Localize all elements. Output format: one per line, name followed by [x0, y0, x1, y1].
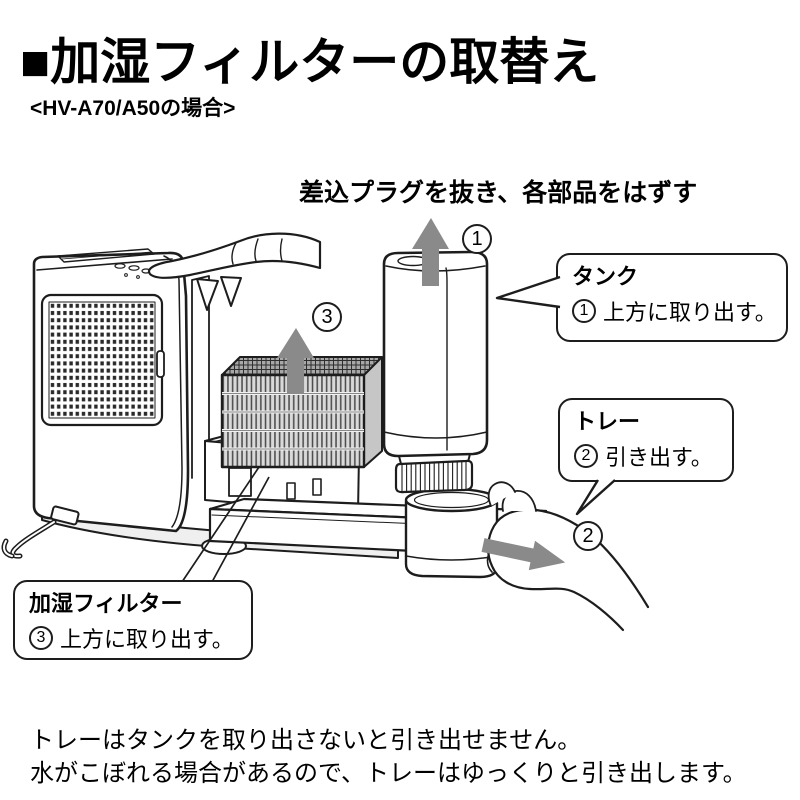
- humidifying-filter: [220, 356, 383, 469]
- callout-tank-pointer: [495, 275, 561, 309]
- callout-filter-title: 加湿フィルター: [29, 591, 183, 616]
- callout-tray-title: トレー: [574, 409, 641, 434]
- grille-latch: [156, 350, 165, 378]
- callout-tray-step-number: 2: [574, 443, 598, 468]
- callout-tank-step-number: 1: [572, 298, 596, 323]
- finger: [501, 490, 537, 512]
- finger: [487, 481, 516, 507]
- step-marker-tray: 2: [573, 521, 603, 551]
- callout-tray: トレー 2 引き出す。: [558, 398, 734, 482]
- model-subtitle: <HV-A70/A50の場合>: [30, 97, 236, 120]
- callout-tray-action: 引き出す。: [605, 444, 713, 470]
- tank-body: [382, 250, 489, 458]
- fingertip: [220, 276, 242, 307]
- direction-arrows: [277, 218, 566, 571]
- note-line-1: トレーはタンクを取り出さないと引き出せません。: [30, 727, 582, 754]
- page-title: ■加湿フィルターの取替え: [20, 34, 600, 90]
- water-tank: [382, 250, 489, 494]
- fingertip: [196, 278, 219, 311]
- power-plug: [50, 505, 80, 526]
- callout-tank-title: タンク: [572, 264, 639, 289]
- instruction-text: 差込プラグを抜き、各部品をはずす: [299, 179, 698, 207]
- tray-right-arrow-icon: [481, 538, 566, 571]
- basin-tab-small: [312, 478, 322, 496]
- callout-filter-step-number: 3: [29, 625, 53, 650]
- basin-tab-small: [286, 482, 296, 500]
- side-grille: [48, 301, 156, 419]
- top-button: [128, 265, 140, 271]
- callout-filter: 加湿フィルター 3 上方に取り出す。: [13, 580, 253, 660]
- top-button: [114, 263, 126, 269]
- note-line-2: 水がこぼれる場合があるので、トレーはゆっくりと引き出します。: [30, 760, 747, 787]
- tray: [208, 487, 548, 579]
- filter-leader-lines: [181, 466, 270, 583]
- callout-filter-action: 上方に取り出す。: [60, 626, 234, 652]
- callout-tray-pointer: [575, 479, 616, 516]
- top-vent: [57, 248, 155, 263]
- step-marker-tank: 1: [462, 224, 492, 254]
- tank-up-arrow-icon: [412, 218, 449, 286]
- hand-tray-icon: [486, 481, 650, 644]
- tank-cap-ribs: [401, 460, 467, 493]
- footer-notes: トレーはタンクを取り出さないと引き出せません。 水がこぼれる場合があるので、トレ…: [30, 724, 747, 790]
- hand-top-icon: [147, 232, 322, 311]
- callout-tank-action: 上方に取り出す。: [603, 299, 777, 325]
- filter-up-arrow-icon: [277, 328, 314, 394]
- step-marker-filter: 3: [312, 302, 342, 332]
